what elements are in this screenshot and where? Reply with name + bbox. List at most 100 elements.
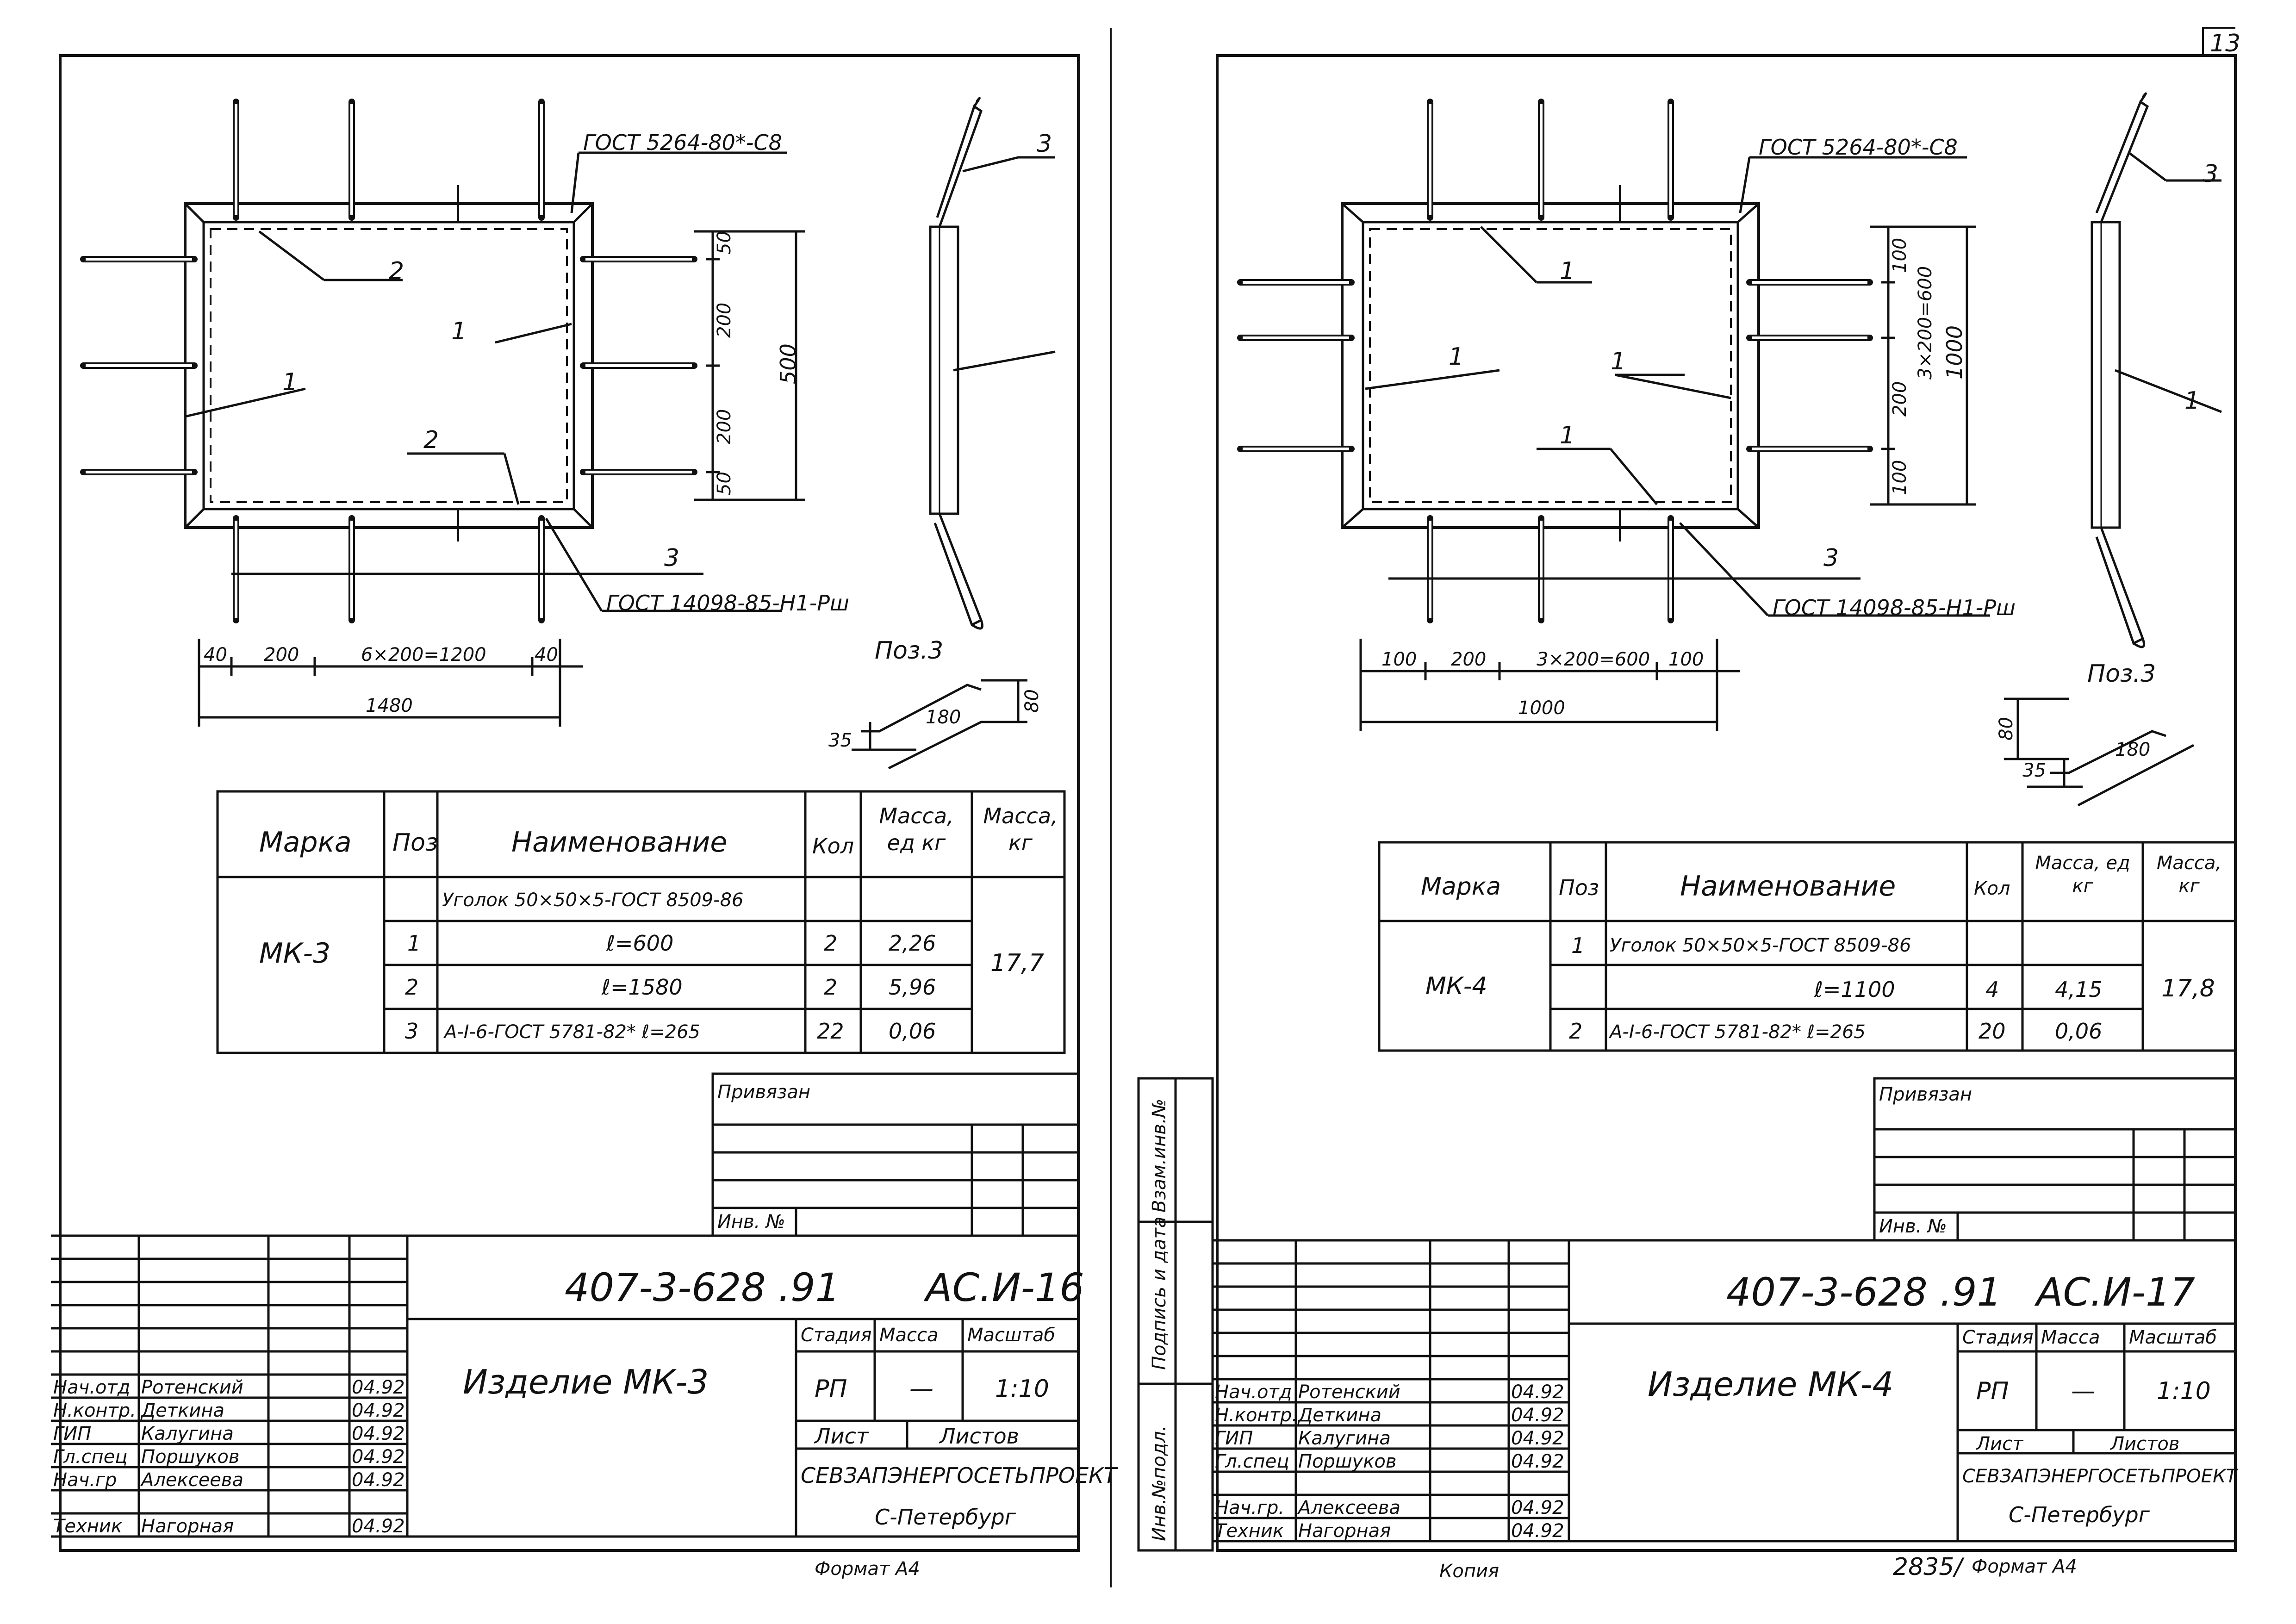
spec-row-2-mass: 5,96 (889, 975, 936, 1000)
left-dim-right-1: 50 (714, 231, 735, 255)
role-4: Нач.гр. (1215, 1497, 1285, 1518)
spec-header-unit-mass: Масса, ед кг (879, 803, 954, 855)
right-pos3-title: Поз.3 (2087, 660, 2156, 688)
role-4: Нач.гр (53, 1469, 117, 1491)
right-dim-right-4: 100 (1889, 460, 1910, 495)
left-dim-bottom-4: 40 (535, 644, 558, 666)
name-1: Деткина (141, 1400, 224, 1421)
spec-row-0-pos: 1 (1571, 933, 1585, 958)
right-dim-right-3: 200 (1889, 381, 1910, 417)
right-pos3-dim-80: 80 (1996, 717, 2017, 740)
org-name: СЕВЗАПЭНЕРГОСЕТЬПРОЕКТ (801, 1463, 1117, 1488)
left-pos3-title: Поз.3 (875, 637, 944, 665)
right-gost-stud-label: ГОСТ 14098-85-Н1-Рш (1773, 595, 2016, 620)
left-binding-inv: Инв. № (717, 1211, 785, 1232)
mass-label: Масса (879, 1325, 939, 1346)
side-stamp-replace-inv: Взам.инв.№ (1149, 1098, 1170, 1213)
mass-label: Масса (2041, 1327, 2100, 1348)
spec-header-name: Наименование (511, 826, 728, 859)
date-3: 04.92 (1511, 1451, 1564, 1472)
spec-row-2-name: А-I-6-ГОСТ 5781-82* ℓ=265 (1610, 1021, 1866, 1043)
spec-mark: МК-3 (259, 937, 331, 970)
left-dim-right-2: 200 (714, 302, 735, 338)
spec-row-2-pos: 2 (405, 975, 419, 1000)
spec-header-unit-mass: Масса, ед кг (2035, 852, 2130, 897)
sheet-label: Лист (1976, 1433, 2023, 1455)
date-3: 04.92 (352, 1446, 405, 1468)
role-2: ГИП (1215, 1428, 1253, 1449)
spec-header-pos: Поз (1559, 875, 1599, 900)
spec-header-qty: Кол (812, 834, 854, 859)
right-dim-right-1: 100 (1889, 237, 1910, 273)
spec-row-0-name: Уголок 50×50×5-ГОСТ 8509-86 (1610, 935, 1911, 956)
spec-row-2-name: ℓ=1580 (602, 975, 683, 1000)
right-gost-weld-label: ГОСТ 5264-80*-С8 (1759, 135, 1958, 160)
left-callout-1a: 1 (451, 317, 467, 345)
right-callout-1d: 1 (1560, 422, 1575, 449)
role-2: ГИП (53, 1423, 92, 1444)
name-2: Калугина (1298, 1428, 1391, 1449)
role-0: Нач.отд (53, 1377, 131, 1398)
right-callout-3a: 3 (1823, 544, 1839, 572)
right-dim-bottom-4: 100 (1668, 649, 1704, 670)
mass-value: — (909, 1375, 933, 1403)
sheet-label: Лист (815, 1424, 869, 1449)
left-callout-3a: 3 (664, 544, 680, 572)
spec-header-mark: Марка (259, 826, 352, 859)
scale-label: Масштаб (2129, 1327, 2217, 1348)
right-dim-right-2: 3×200=600 (1915, 266, 1936, 380)
left-gost-stud-label: ГОСТ 14098-85-Н1-Рш (606, 591, 850, 616)
spec-row-1-mass: 2,26 (889, 931, 936, 956)
scale-value: 1:10 (2157, 1377, 2211, 1405)
spec-row-1-qty: 4 (1985, 977, 1999, 1002)
right-binding-inv: Инв. № (1879, 1216, 1947, 1237)
scale-value: 1:10 (995, 1375, 1049, 1403)
stage-label: Стадия (801, 1325, 872, 1346)
right-pos3-dim-180: 180 (2115, 739, 2151, 760)
left-binding-title: Привязан (717, 1082, 811, 1103)
spec-header-qty: Кол (1974, 878, 2010, 899)
spec-row-2-pos: 2 (1569, 1019, 1583, 1044)
copy-label: Копия (1439, 1561, 1500, 1582)
name-3: Поршуков (1298, 1451, 1397, 1472)
right-frame-drawing (1237, 92, 2222, 807)
doc-code: 407-3-628 .91 (1726, 1269, 2002, 1315)
date-1: 04.92 (352, 1400, 405, 1421)
org-city: С-Петербург (875, 1505, 1016, 1530)
left-callout-3b: 3 (1037, 130, 1052, 158)
name-5: Нагорная (1298, 1520, 1391, 1542)
left-callout-2a: 2 (389, 257, 404, 285)
sheet-code: АС.И-16 (926, 1265, 1084, 1310)
date-2: 04.92 (352, 1423, 405, 1444)
name-1: Деткина (1298, 1405, 1381, 1426)
spec-row-2-mass: 0,06 (2055, 1019, 2103, 1044)
left-title-grid (51, 1072, 1080, 1538)
side-stamp-signature-date: Подпись и дата (1149, 1216, 1170, 1370)
name-0: Ротенский (141, 1377, 243, 1398)
stage-value: РП (1976, 1377, 2009, 1405)
left-dim-bottom-3: 6×200=1200 (361, 644, 486, 666)
side-stamp-inv-original: Инв.№подл. (1149, 1425, 1170, 1541)
left-callout-2b: 2 (423, 426, 439, 454)
spec-row-3-name: А-I-6-ГОСТ 5781-82* ℓ=265 (444, 1021, 700, 1043)
right-callout-1e: 1 (2184, 387, 2200, 415)
spec-header-mass: Масса, кг (983, 803, 1058, 855)
item-name: Изделие МК-4 (1648, 1365, 1894, 1404)
right-callout-1c: 1 (1611, 348, 1626, 375)
spec-row-1-mass: 4,15 (2055, 977, 2103, 1002)
stage-value: РП (815, 1375, 847, 1403)
right-dim-bottom-total: 1000 (1518, 697, 1565, 719)
doc-code: 407-3-628 .91 (565, 1265, 840, 1310)
spec-row-1-qty: 2 (824, 931, 838, 956)
spec-total-mass: 17,8 (2161, 975, 2215, 1002)
right-pos3-dim-35: 35 (2022, 760, 2046, 781)
page-number: 13 (2210, 30, 2241, 57)
spec-header-mark: Марка (1421, 873, 1501, 901)
left-spec-grid (216, 790, 1066, 1054)
left-dim-bottom-2: 200 (264, 644, 299, 666)
spec-row-3-mass: 0,06 (889, 1019, 936, 1044)
item-name: Изделие МК-3 (463, 1363, 709, 1401)
left-pos3-dim-35: 35 (828, 730, 852, 751)
role-0: Нач.отд (1215, 1381, 1292, 1403)
